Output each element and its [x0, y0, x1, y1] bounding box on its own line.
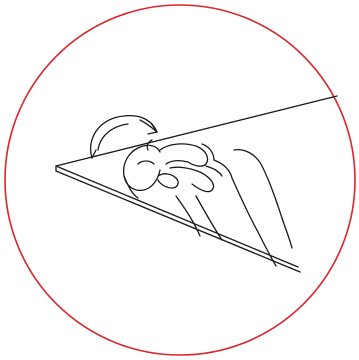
peeled-corner	[91, 116, 157, 158]
sheet	[56, 96, 337, 272]
circle-frame	[5, 5, 355, 355]
hand	[124, 140, 292, 266]
